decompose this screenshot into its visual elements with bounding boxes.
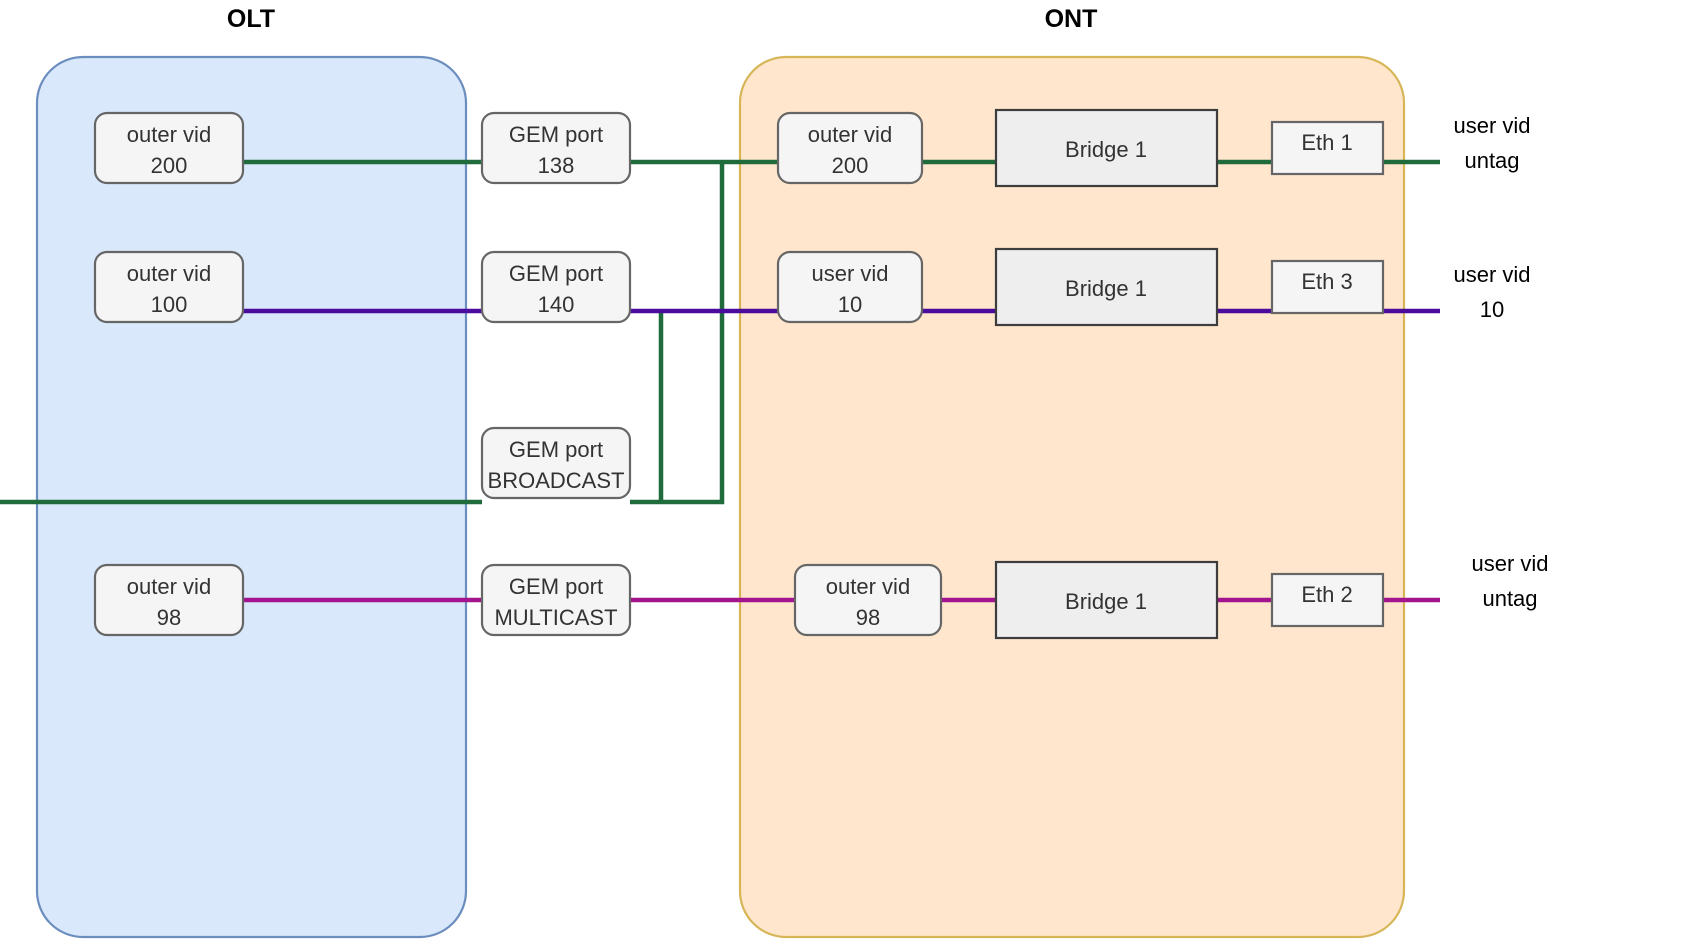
gem-port-broadcast[interactable]: GEM port BROADCAST [480, 426, 632, 500]
bridge-row1-label: Bridge 1 [1065, 137, 1147, 162]
olt-node-vid98-line2: 98 [157, 605, 181, 630]
eth-port-1-label: Eth 1 [1301, 130, 1352, 155]
eth-port-2-label: Eth 2 [1301, 582, 1352, 607]
eth-port-1[interactable]: Eth 1 [1270, 120, 1385, 176]
user-label-row1-line1: user vid [1453, 113, 1530, 138]
ont-node-vid200-line2: 200 [832, 153, 869, 178]
gem-port-broadcast-line1: GEM port [509, 437, 603, 462]
user-label-row1: user vid untag [1453, 113, 1530, 173]
ont-container [738, 55, 1406, 939]
gem-port-multicast[interactable]: GEM port MULTICAST [480, 563, 632, 637]
user-label-row2-line1: user vid [1453, 262, 1530, 287]
user-label-row2-line2: 10 [1480, 297, 1504, 322]
ont-title: ONT [1045, 5, 1098, 33]
gem-port-138-line2: 138 [538, 153, 575, 178]
user-label-row3: user vid untag [1471, 551, 1548, 611]
olt-node-vid200-line2: 200 [151, 153, 188, 178]
gem-port-140[interactable]: GEM port 140 [480, 250, 632, 324]
olt-container [35, 55, 468, 939]
gem-port-broadcast-line2: BROADCAST [488, 468, 625, 493]
ont-node-vid98-line2: 98 [856, 605, 880, 630]
ont-node-vid200-line1: outer vid [808, 122, 892, 147]
user-label-row3-line2: untag [1482, 586, 1537, 611]
ont-node-uservid10[interactable]: user vid 10 [776, 250, 924, 324]
eth-port-2[interactable]: Eth 2 [1270, 572, 1385, 628]
eth-port-3-label: Eth 3 [1301, 269, 1352, 294]
bridge-row1[interactable]: Bridge 1 [994, 108, 1219, 188]
olt-node-vid98-line1: outer vid [127, 574, 211, 599]
ont-node-uservid10-line1: user vid [811, 261, 888, 286]
gem-port-multicast-line1: GEM port [509, 574, 603, 599]
wire-gem-broadcast-to-row1 [630, 162, 725, 505]
user-label-row3-line1: user vid [1471, 551, 1548, 576]
user-label-row1-line2: untag [1464, 148, 1519, 173]
olt-node-vid100-line2: 100 [151, 292, 188, 317]
bridge-row3-label: Bridge 1 [1065, 589, 1147, 614]
olt-node-vid100-line1: outer vid [127, 261, 211, 286]
gem-port-140-line2: 140 [538, 292, 575, 317]
olt-node-vid100[interactable]: outer vid 100 [93, 250, 245, 324]
ont-node-vid98-line1: outer vid [826, 574, 910, 599]
gem-port-multicast-line2: MULTICAST [494, 605, 617, 630]
ont-node-uservid10-line2: 10 [838, 292, 862, 317]
bridge-row2[interactable]: Bridge 1 [994, 247, 1219, 327]
bridge-row2-label: Bridge 1 [1065, 276, 1147, 301]
olt-title: OLT [227, 5, 275, 33]
user-label-row2: user vid 10 [1453, 262, 1530, 322]
eth-port-3[interactable]: Eth 3 [1270, 259, 1385, 315]
ont-node-vid200[interactable]: outer vid 200 [776, 111, 924, 185]
gem-port-138[interactable]: GEM port 138 [480, 111, 632, 185]
bridge-row3[interactable]: Bridge 1 [994, 560, 1219, 640]
olt-node-vid98[interactable]: outer vid 98 [93, 563, 245, 637]
gem-port-140-line1: GEM port [509, 261, 603, 286]
olt-node-vid200-line1: outer vid [127, 122, 211, 147]
gem-port-138-line1: GEM port [509, 122, 603, 147]
ont-node-vid98[interactable]: outer vid 98 [793, 563, 943, 637]
olt-node-vid200[interactable]: outer vid 200 [93, 111, 245, 185]
